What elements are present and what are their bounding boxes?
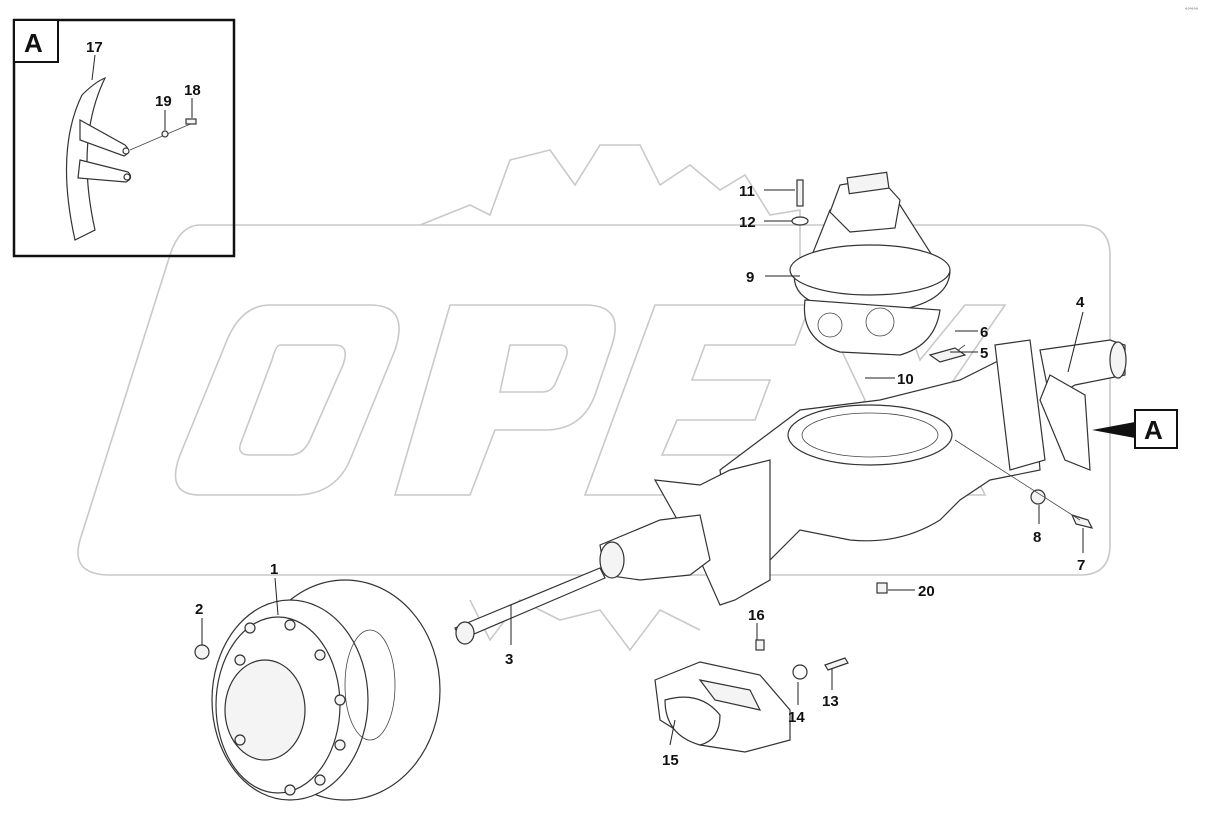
callout-3: 3 [505, 651, 513, 668]
callout-10: 10 [897, 371, 914, 388]
callout-14: 14 [788, 709, 805, 726]
carrier-bolt [796, 179, 804, 207]
callout-2: 2 [195, 601, 203, 618]
leader-15 [669, 719, 676, 746]
corner-code: °°'°°° [1185, 8, 1199, 14]
decal-sticker [928, 347, 967, 363]
callout-9: 9 [746, 269, 754, 286]
bolt-drawing [185, 118, 197, 125]
view-marker-a: A [1092, 409, 1178, 449]
watermark-letter-o [174, 304, 400, 496]
caliper-bolt [824, 657, 849, 671]
callout-7: 7 [1077, 557, 1085, 574]
callout-11: 11 [739, 183, 755, 200]
drain-plug [876, 582, 888, 594]
detail-view-a: A 17 18 19 [12, 18, 236, 258]
callout-1: 1 [270, 561, 278, 578]
view-marker-box [1134, 409, 1178, 449]
bleeder-screw [755, 639, 765, 651]
hub-nut [194, 644, 210, 660]
callout-17: 17 [86, 39, 103, 56]
detail-label-box [13, 19, 59, 63]
caliper-washer [792, 664, 808, 680]
bracket-hole [122, 147, 130, 155]
leader-4 [1067, 311, 1084, 373]
leader-1 [274, 577, 279, 616]
leader-17 [91, 54, 96, 81]
bracket-hole-2 [123, 173, 131, 181]
callout-15: 15 [662, 752, 679, 769]
bracket-lower-drawing [77, 159, 132, 183]
detail-frame [12, 18, 236, 258]
callout-4: 4 [1076, 294, 1085, 311]
axle-housing [599, 339, 1127, 606]
axle-shaft [454, 567, 606, 645]
callout-13: 13 [822, 693, 839, 710]
callouts: 1 2 3 4 5 6 7 8 9 10 11 12 13 [195, 183, 1085, 769]
callout-18: 18 [184, 82, 201, 99]
watermark-gear [419, 144, 801, 652]
carrier-washer [791, 216, 809, 226]
wheel-hub [211, 579, 441, 801]
fitting-axis-line [954, 439, 1081, 521]
fitting-washer [1030, 489, 1046, 505]
brake-caliper [654, 661, 791, 753]
view-marker-label: A [1144, 415, 1163, 445]
differential-carrier [789, 171, 951, 356]
watermark-letter-p [393, 304, 616, 496]
callout-20: 20 [918, 583, 935, 600]
fender-guard-drawing [65, 76, 107, 241]
axle-assembly [194, 171, 1127, 801]
callout-8: 8 [1033, 529, 1041, 546]
view-arrow [1092, 422, 1135, 438]
callout-12: 12 [739, 214, 756, 231]
callout-6: 6 [980, 324, 988, 341]
callout-5: 5 [980, 345, 988, 362]
nut-drawing [161, 130, 169, 138]
callout-16: 16 [748, 607, 765, 624]
detail-label: A [24, 28, 43, 58]
callout-19: 19 [155, 93, 172, 110]
